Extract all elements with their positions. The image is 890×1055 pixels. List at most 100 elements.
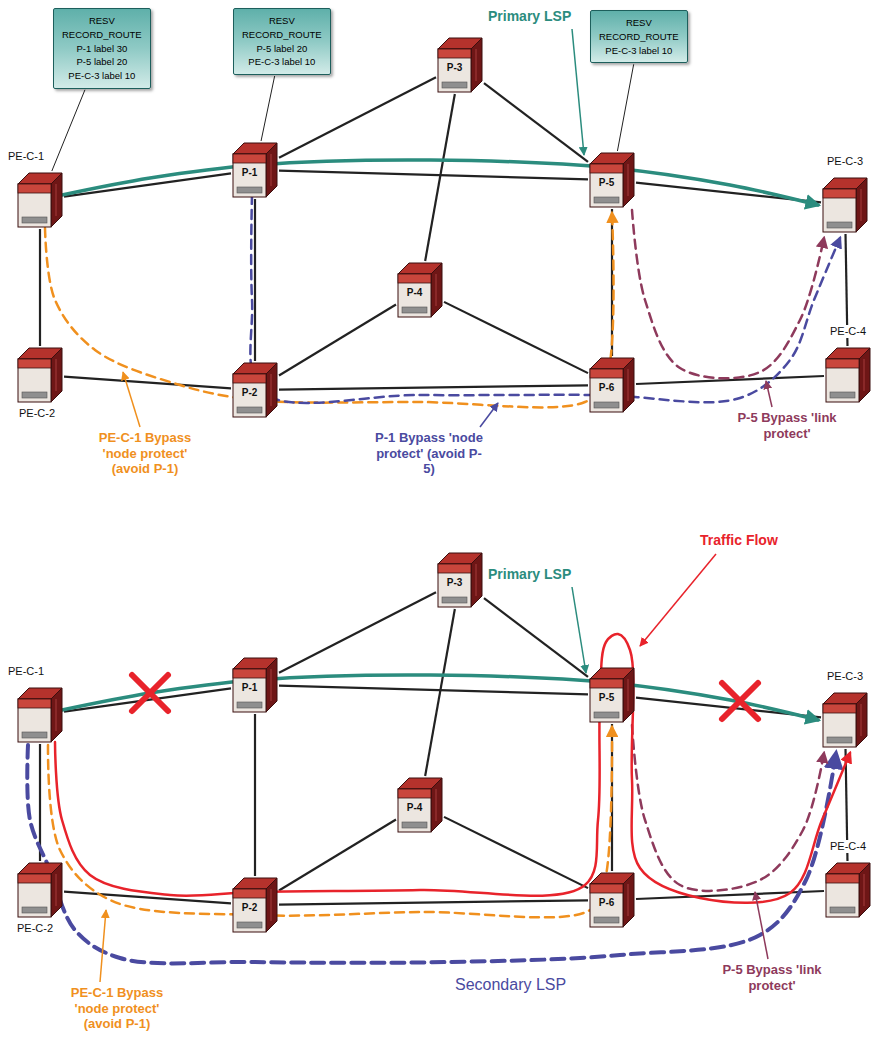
- router-icon: [17, 687, 63, 743]
- network-link: [279, 686, 588, 695]
- router-front-band: [826, 359, 859, 368]
- router-side-line: [628, 164, 629, 196]
- label-leader-arrow: [766, 381, 772, 407]
- router-name: P-2: [233, 387, 266, 399]
- router-front-band: [18, 184, 51, 193]
- network-link: [279, 385, 588, 389]
- router-front: [18, 699, 51, 742]
- router-side-line: [864, 874, 865, 906]
- router-side-line: [628, 369, 629, 401]
- router-name: PE-C-4: [828, 325, 868, 338]
- label-leader-arrow: [640, 554, 716, 646]
- router-side: [623, 668, 634, 722]
- router-front-band: [18, 699, 51, 708]
- router-slot: [594, 712, 619, 718]
- router-front: [18, 184, 51, 227]
- network-link: [279, 171, 588, 180]
- router-slot: [442, 82, 467, 88]
- router-node: PE-C-2: [17, 347, 63, 403]
- router-node: P-1: [232, 657, 278, 713]
- router-front: [233, 374, 266, 417]
- router-front-band: [233, 374, 266, 383]
- router-side-line: [476, 564, 477, 596]
- network-link: [444, 302, 588, 373]
- record-route-entry: PE-C-3 label 10: [62, 69, 142, 83]
- router-node: P-6: [589, 872, 635, 928]
- router-node: PE-C-3: [822, 692, 868, 748]
- label-leader-arrow: [755, 892, 768, 959]
- network-link: [279, 77, 436, 157]
- router-front: [18, 359, 51, 402]
- router-front: [233, 669, 266, 712]
- router-side: [266, 878, 277, 932]
- router-side: [431, 263, 442, 317]
- router-front: [823, 704, 856, 747]
- router-side-line: [56, 699, 57, 731]
- router-front-band: [398, 274, 431, 283]
- network-link: [64, 377, 231, 389]
- label-leader-arrow: [480, 403, 498, 427]
- failure-stroke: [722, 683, 758, 719]
- router-front-band: [826, 874, 859, 883]
- router-front: [590, 679, 623, 722]
- router-front-band: [823, 704, 856, 713]
- router-side-line: [861, 704, 862, 736]
- network-link: [636, 376, 824, 384]
- router-side: [623, 358, 634, 412]
- network-link: [484, 598, 588, 677]
- router-node: PE-C-3: [822, 177, 868, 233]
- callout-heading: RECORD_ROUTE: [62, 28, 142, 42]
- router-node: PE-C-1: [17, 687, 63, 743]
- callout-heading: RECORD_ROUTE: [599, 30, 679, 44]
- router-slot: [237, 407, 262, 413]
- bypass-path: [632, 210, 824, 378]
- record-route-entry: P-1 label 30: [62, 42, 142, 56]
- router-node: P-2: [232, 877, 278, 933]
- router-side-line: [861, 189, 862, 221]
- router-front-band: [590, 884, 623, 893]
- router-front: [438, 564, 471, 607]
- router-front: [398, 274, 431, 317]
- callout-leader: [261, 76, 275, 141]
- router-icon: [825, 347, 871, 403]
- callout-heading: RECORD_ROUTE: [242, 28, 322, 42]
- router-name: P-3: [438, 577, 471, 589]
- router-front-band: [590, 164, 623, 173]
- router-name: P-6: [590, 382, 623, 394]
- router-slot: [22, 392, 47, 398]
- router-slot: [827, 737, 852, 743]
- router-slot: [22, 217, 47, 223]
- record-route-entry: P-5 label 20: [62, 55, 142, 69]
- bypass-label: P-1 Bypass 'node protect' (avoid P-5): [372, 430, 486, 477]
- router-side-line: [864, 359, 865, 391]
- router-side: [623, 153, 634, 207]
- network-link: [279, 820, 396, 891]
- router-front: [398, 789, 431, 832]
- router-side-line: [56, 359, 57, 391]
- router-front-band: [590, 679, 623, 688]
- router-side: [266, 658, 277, 712]
- router-node: P-3: [437, 37, 483, 93]
- router-node: P-3: [437, 552, 483, 608]
- router-slot: [402, 822, 427, 828]
- resv-callout-box: RESVRECORD_ROUTEPE-C-3 label 10: [590, 10, 688, 63]
- network-link: [425, 609, 455, 776]
- callout-heading: RESV: [242, 14, 322, 28]
- router-node: PE-C-2: [17, 862, 63, 918]
- router-slot: [237, 187, 262, 193]
- router-node: PE-C-4: [825, 862, 871, 918]
- router-side-line: [628, 679, 629, 711]
- router-front: [823, 189, 856, 232]
- bypass-label: P-5 Bypass 'link protect': [735, 410, 839, 441]
- router-slot: [594, 402, 619, 408]
- network-link: [425, 94, 455, 261]
- network-link: [279, 305, 396, 376]
- router-icon: [17, 347, 63, 403]
- failure-mark: [722, 683, 758, 719]
- router-name: P-4: [398, 802, 431, 814]
- router-node: P-1: [232, 142, 278, 198]
- router-front-band: [233, 669, 266, 678]
- router-name: PE-C-1: [6, 665, 46, 678]
- router-side: [471, 38, 482, 92]
